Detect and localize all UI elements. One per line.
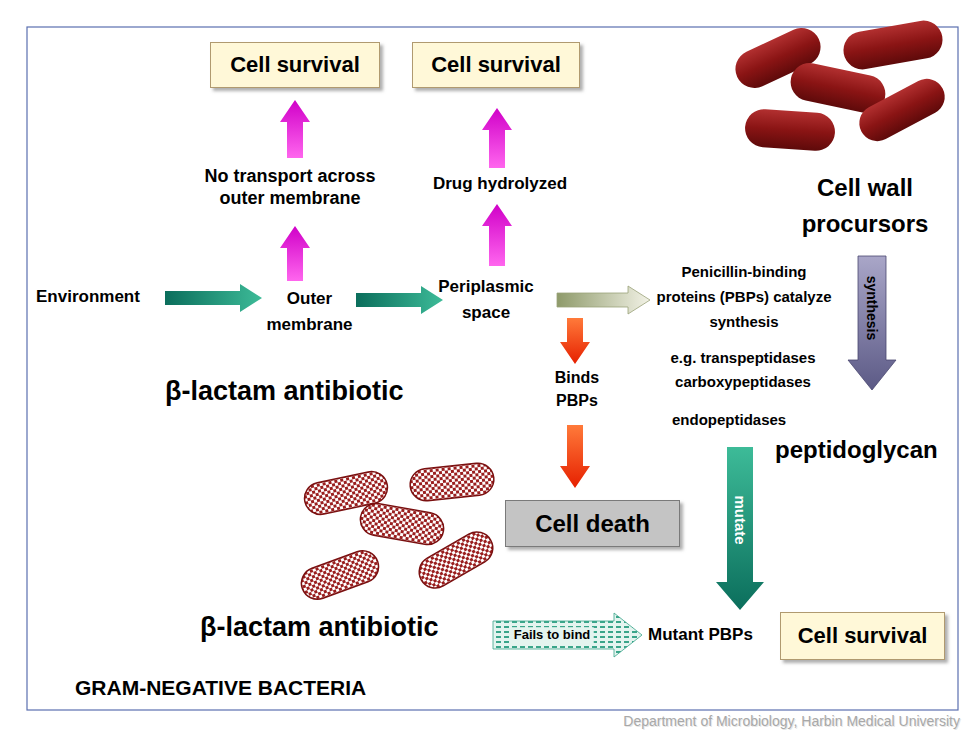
- frame: [27, 27, 958, 710]
- flow-arrow: [557, 286, 650, 314]
- box-text: Cell survival: [230, 52, 360, 78]
- death-arrow: [560, 425, 590, 488]
- synthesis-arrow: [848, 256, 896, 390]
- arrow-text: Fails to bind: [511, 627, 594, 643]
- target-label: Mutant PBPs: [648, 625, 753, 645]
- death-arrow: [560, 318, 590, 364]
- outcome-box: Cell survival: [780, 612, 945, 660]
- box-text: Cell death: [535, 510, 650, 538]
- arrow-text: mutate: [731, 495, 749, 544]
- survival-arrow: [280, 226, 310, 281]
- arrow-text: synthesis: [864, 276, 881, 341]
- pbp-note: Penicillin-binding proteins (PBPs) catal…: [655, 260, 833, 334]
- survival-arrow: [280, 100, 310, 158]
- drug-label: β-lactam antibiotic: [200, 611, 439, 643]
- outcome-note: Drug hydrolyzed: [420, 174, 580, 194]
- stage-label: Periplasmic space: [430, 274, 542, 325]
- outcome-note: No transport across outer membrane: [195, 166, 385, 209]
- watermark: Department of Microbiology, Harbin Medic…: [540, 713, 960, 730]
- flow-arrow: [165, 284, 262, 312]
- death-box: Cell death: [505, 500, 680, 547]
- enzyme-list: e.g. transpeptidases carboxypeptidases: [648, 346, 838, 394]
- enzyme-list: endopeptidases: [672, 411, 786, 429]
- mutate-arrow: [716, 447, 764, 610]
- box-text: Cell survival: [431, 52, 561, 78]
- stage-label: Outer membrane: [262, 286, 357, 337]
- outcome-box: Cell survival: [412, 42, 580, 88]
- product-label: peptidoglycan: [775, 436, 938, 465]
- outcome-box: Cell survival: [210, 42, 380, 88]
- survival-arrow: [482, 108, 512, 168]
- dead-bacteria-rods: [297, 462, 499, 604]
- fails-arrow: [493, 613, 642, 657]
- precursor-label: Cell wall procursors: [790, 170, 940, 242]
- bacteria-rods: [729, 18, 951, 152]
- action-label: Binds PBPs: [537, 366, 617, 412]
- group-label: GRAM-NEGATIVE BACTERIA: [75, 675, 366, 700]
- flow-arrow: [356, 286, 443, 314]
- survival-arrow: [482, 204, 512, 266]
- drug-label: β-lactam antibiotic: [165, 375, 404, 407]
- stage-label: Environment: [36, 287, 140, 307]
- box-text: Cell survival: [798, 623, 928, 649]
